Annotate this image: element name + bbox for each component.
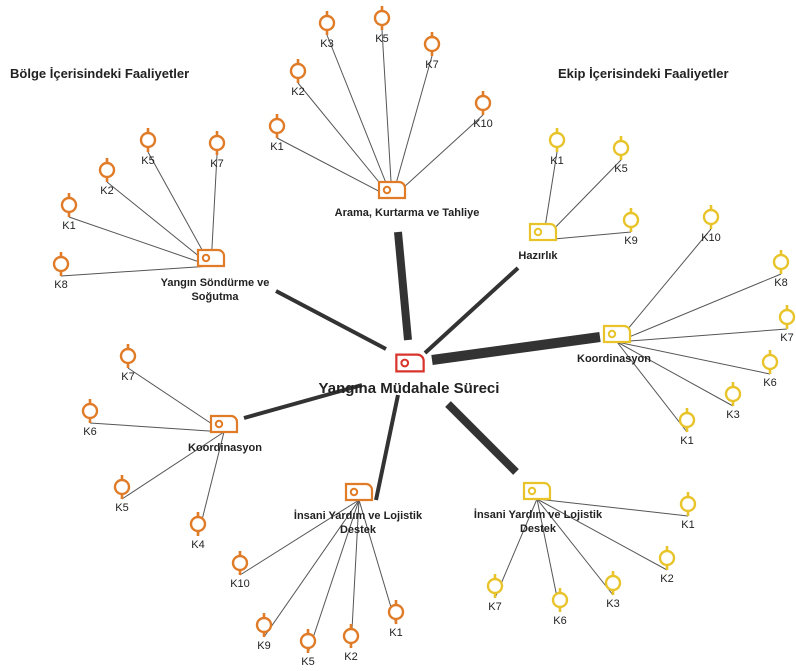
leaf-node: K5 [299, 629, 317, 668]
leaf-node: K1 [60, 193, 78, 232]
leaf-node: K5 [113, 475, 131, 514]
leaf-label: K7 [780, 332, 793, 344]
hub-label: Koordinasyon [188, 442, 262, 454]
leaf-node: K1 [679, 492, 697, 531]
leaf-label: K7 [210, 158, 223, 170]
leaf-node: K3 [604, 571, 622, 610]
leaf-node: K7 [119, 344, 137, 383]
leaf-node: K8 [52, 252, 70, 291]
leaf-node: K9 [255, 613, 273, 652]
leaf-node: K9 [622, 208, 640, 247]
leaf-label: K1 [270, 141, 283, 153]
leaf-node: K2 [98, 158, 116, 197]
leaf-node: K5 [139, 128, 157, 167]
edge-layer [60, 29, 788, 654]
leaf-label: K3 [726, 409, 739, 421]
leaf-label: K5 [375, 33, 388, 45]
leaf-label: K7 [121, 371, 134, 383]
leaf-label: K1 [389, 627, 402, 639]
leaf-label: K2 [660, 573, 673, 585]
leaf-label: K3 [320, 38, 333, 50]
leaf-node: K6 [761, 350, 779, 389]
leaf-label: K7 [488, 601, 501, 613]
leaf-label: K3 [606, 598, 619, 610]
leaf-node: K3 [724, 382, 742, 421]
leaf-node: K3 [318, 11, 336, 50]
leaf-node: K6 [551, 588, 569, 627]
leaf-label: K5 [141, 155, 154, 167]
leaf-label: K1 [681, 519, 694, 531]
leaf-label: K8 [774, 277, 787, 289]
leaf-node: K1 [268, 114, 286, 153]
leaf-label: K1 [62, 220, 75, 232]
leaf-node: K8 [772, 250, 790, 289]
leaf-node: K10 [473, 91, 493, 130]
leaf-label: K9 [624, 235, 637, 247]
leaf-label: K7 [425, 59, 438, 71]
leaf-node: K7 [423, 32, 441, 71]
leaf-node: K2 [289, 59, 307, 98]
leaf-node: K1 [387, 600, 405, 639]
leaf-label: K5 [115, 502, 128, 514]
hub-node-icon [522, 481, 552, 501]
hub-label: Koordinasyon [577, 353, 651, 365]
leaf-node: K7 [778, 305, 796, 344]
hub-label: Hazırlık [518, 250, 558, 262]
hub-node-icon [602, 324, 632, 344]
node-layer: Yangına Müdahale Süreci Arama, Kurtarma v… [52, 6, 796, 668]
leaf-label: K1 [680, 435, 693, 447]
hub-node-icon [344, 482, 374, 502]
leaf-node: K6 [81, 399, 99, 438]
leaf-label: K10 [701, 232, 721, 244]
leaf-node: K2 [658, 546, 676, 585]
leaf-label: K1 [550, 155, 563, 167]
leaf-label: K2 [100, 185, 113, 197]
leaf-label: K10 [473, 118, 493, 130]
hub-node-icon [528, 222, 558, 242]
leaf-label: K5 [614, 163, 627, 175]
hub-node-icon [209, 414, 239, 434]
leaf-label: K2 [344, 651, 357, 663]
leaf-label: K5 [301, 656, 314, 668]
leaf-label: K6 [83, 426, 96, 438]
leaf-label: K6 [553, 615, 566, 627]
leaf-node: K7 [208, 131, 226, 170]
center-node-icon [395, 353, 425, 373]
hub-node-icon [377, 180, 407, 200]
leaf-label: K9 [257, 640, 270, 652]
right-category-title: Ekip İçerisindeki Faaliyetler [558, 66, 729, 81]
hub-node-icon [196, 248, 226, 268]
leaf-node: K4 [189, 512, 207, 551]
leaf-label: K4 [191, 539, 204, 551]
leaf-node: K10 [230, 551, 250, 590]
center-label: Yangına Müdahale Süreci [319, 380, 500, 397]
leaf-node: K1 [678, 408, 696, 447]
leaf-node: K5 [373, 6, 391, 45]
leaf-node: K10 [701, 205, 721, 244]
leaf-node: K1 [548, 128, 566, 167]
leaf-label: K10 [230, 578, 250, 590]
leaf-label: K2 [291, 86, 304, 98]
hub-label: Arama, Kurtarma ve Tahliye [335, 207, 480, 219]
leaf-label: K8 [54, 279, 67, 291]
leaf-node: K7 [486, 574, 504, 613]
leaf-node: K2 [342, 624, 360, 663]
left-category-title: Bölge İçerisindeki Faaliyetler [10, 66, 189, 81]
leaf-node: K5 [612, 136, 630, 175]
leaf-label: K6 [763, 377, 776, 389]
